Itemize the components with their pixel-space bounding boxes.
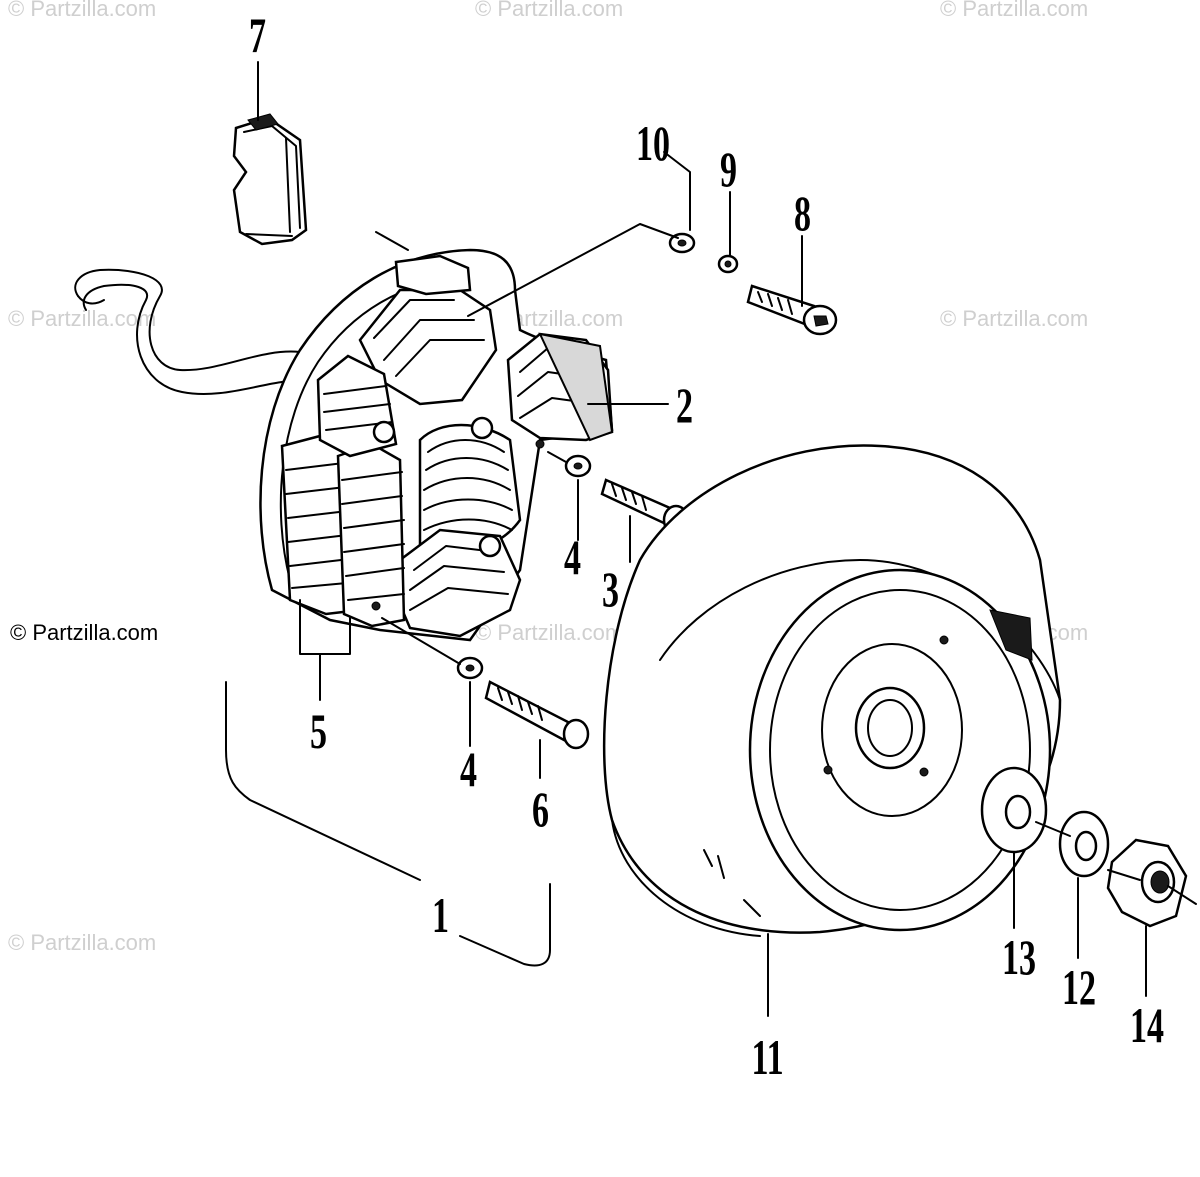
cap-screw-icon[interactable] [746,284,838,336]
watermark: © Partzilla.com [940,306,1088,331]
nut-icon[interactable] [1106,838,1188,928]
callout-14: 14 [1130,999,1164,1054]
callout-4: 4 [564,531,581,586]
callout-11: 11 [752,1031,784,1086]
callout-10: 10 [636,117,670,172]
lock-washer-icon[interactable] [1058,810,1110,878]
watermark: © Partzilla.com [8,930,156,955]
callout-12: 12 [1062,961,1096,1016]
callout-4: 4 [460,743,477,798]
watermark: © Partzilla.com [940,0,1088,21]
watermark: © Partzilla.com [8,306,156,331]
callout-1: 1 [432,889,449,944]
callout-7: 7 [249,9,266,64]
washer-icon[interactable] [564,454,592,478]
watermark: © Partzilla.com [8,0,156,21]
washer-icon[interactable] [668,232,696,254]
callout-2: 2 [676,379,693,434]
flywheel-icon[interactable] [602,444,1062,937]
callout-5: 5 [310,705,327,760]
callout-8: 8 [794,187,811,242]
stator-wire [74,268,301,396]
washer-icon[interactable] [980,766,1048,854]
watermark: © Partzilla.com [475,620,623,645]
copyright-label: © Partzilla.com [10,620,158,645]
lock-washer-icon[interactable] [717,254,739,274]
leader-lines [225,61,1197,1017]
callout-3: 3 [602,563,619,618]
callout-9: 9 [720,143,737,198]
callouts: 7 10 9 8 2 4 3 5 4 6 1 11 13 12 14 [249,9,1164,1086]
callout-13: 13 [1002,931,1036,986]
watermark: © Partzilla.com [475,0,623,21]
screw-icon[interactable] [484,680,590,750]
grommet-icon[interactable] [232,113,308,246]
callout-6: 6 [532,783,549,838]
washer-icon[interactable] [456,656,484,680]
magneto-assembly-icon[interactable] [259,248,614,642]
